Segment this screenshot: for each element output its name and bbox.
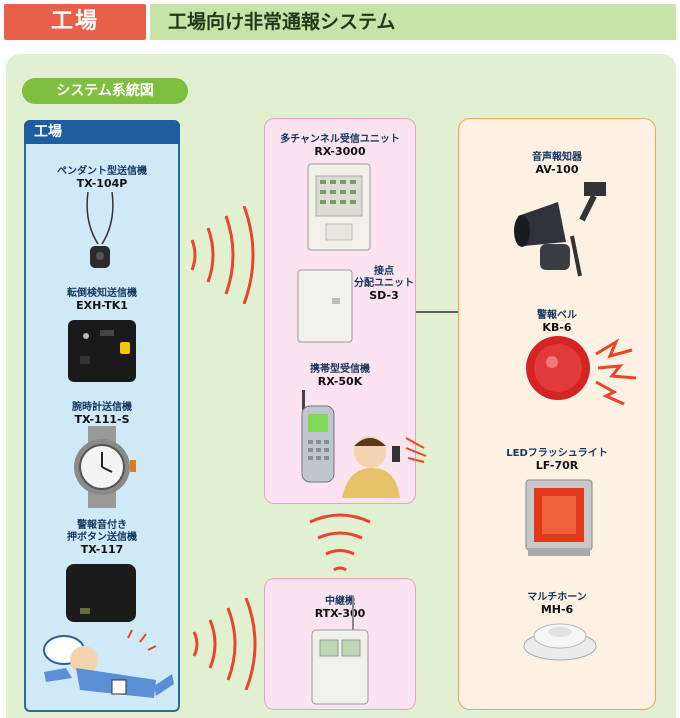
fall-detector-icon <box>68 320 136 382</box>
multi-horn-icon <box>523 623 597 661</box>
radio-waves-lower <box>192 598 257 690</box>
device-rx3000-label: 多チャンネル受信ユニット RX-3000 <box>280 134 400 158</box>
radio-waves-vertical <box>309 513 371 572</box>
device-tx111s-label: 腕時計送信機 TX-111-S <box>72 402 132 426</box>
device-kb6-label: 警報ベル KB-6 <box>537 310 577 334</box>
device-rx50k-label: 携帯型受信機 RX-50K <box>310 364 370 388</box>
header-tag <box>4 4 146 40</box>
device-sd3-label: 接点 分配ユニット SD-3 <box>354 266 414 302</box>
wristwatch-transmitter-icon <box>74 426 136 508</box>
device-exhtk1-label: 転倒検知送信機 EXH-TK1 <box>67 288 137 312</box>
relay-unit-icon <box>311 596 369 705</box>
pendant-transmitter-icon <box>86 192 114 268</box>
device-tx117-label: 警報音付き 押ボタン送信機 TX-117 <box>67 520 137 556</box>
multichannel-receiver-icon <box>307 163 371 251</box>
portable-receiver-icon <box>301 390 335 483</box>
device-av100-label: 音声報知器 AV-100 <box>532 152 582 176</box>
alarm-bell-icon <box>526 336 637 406</box>
device-mh6-label: マルチホーン MH-6 <box>527 592 587 616</box>
device-tx104p-label: ペンダント型送信機 TX-104P <box>57 166 147 190</box>
radio-waves-upper <box>190 206 255 304</box>
header-tag-label: 工場 <box>50 9 99 34</box>
header-bar <box>150 4 676 40</box>
worker-with-phone-illustration <box>342 436 427 498</box>
factory-heading: 工場 <box>24 120 180 144</box>
page-title: 工場向け非常通報システム <box>168 11 396 33</box>
panic-button-transmitter-icon <box>66 564 136 622</box>
voice-alarm-speaker-icon <box>514 182 606 277</box>
device-lf70r-label: LEDフラッシュライト LF-70R <box>506 448 608 472</box>
fallen-worker-illustration <box>43 629 174 698</box>
led-flashlight-icon <box>525 479 593 556</box>
section-pill: システム系統図 <box>22 78 188 104</box>
factory-box <box>24 120 180 712</box>
contact-splitter-icon <box>297 269 353 343</box>
